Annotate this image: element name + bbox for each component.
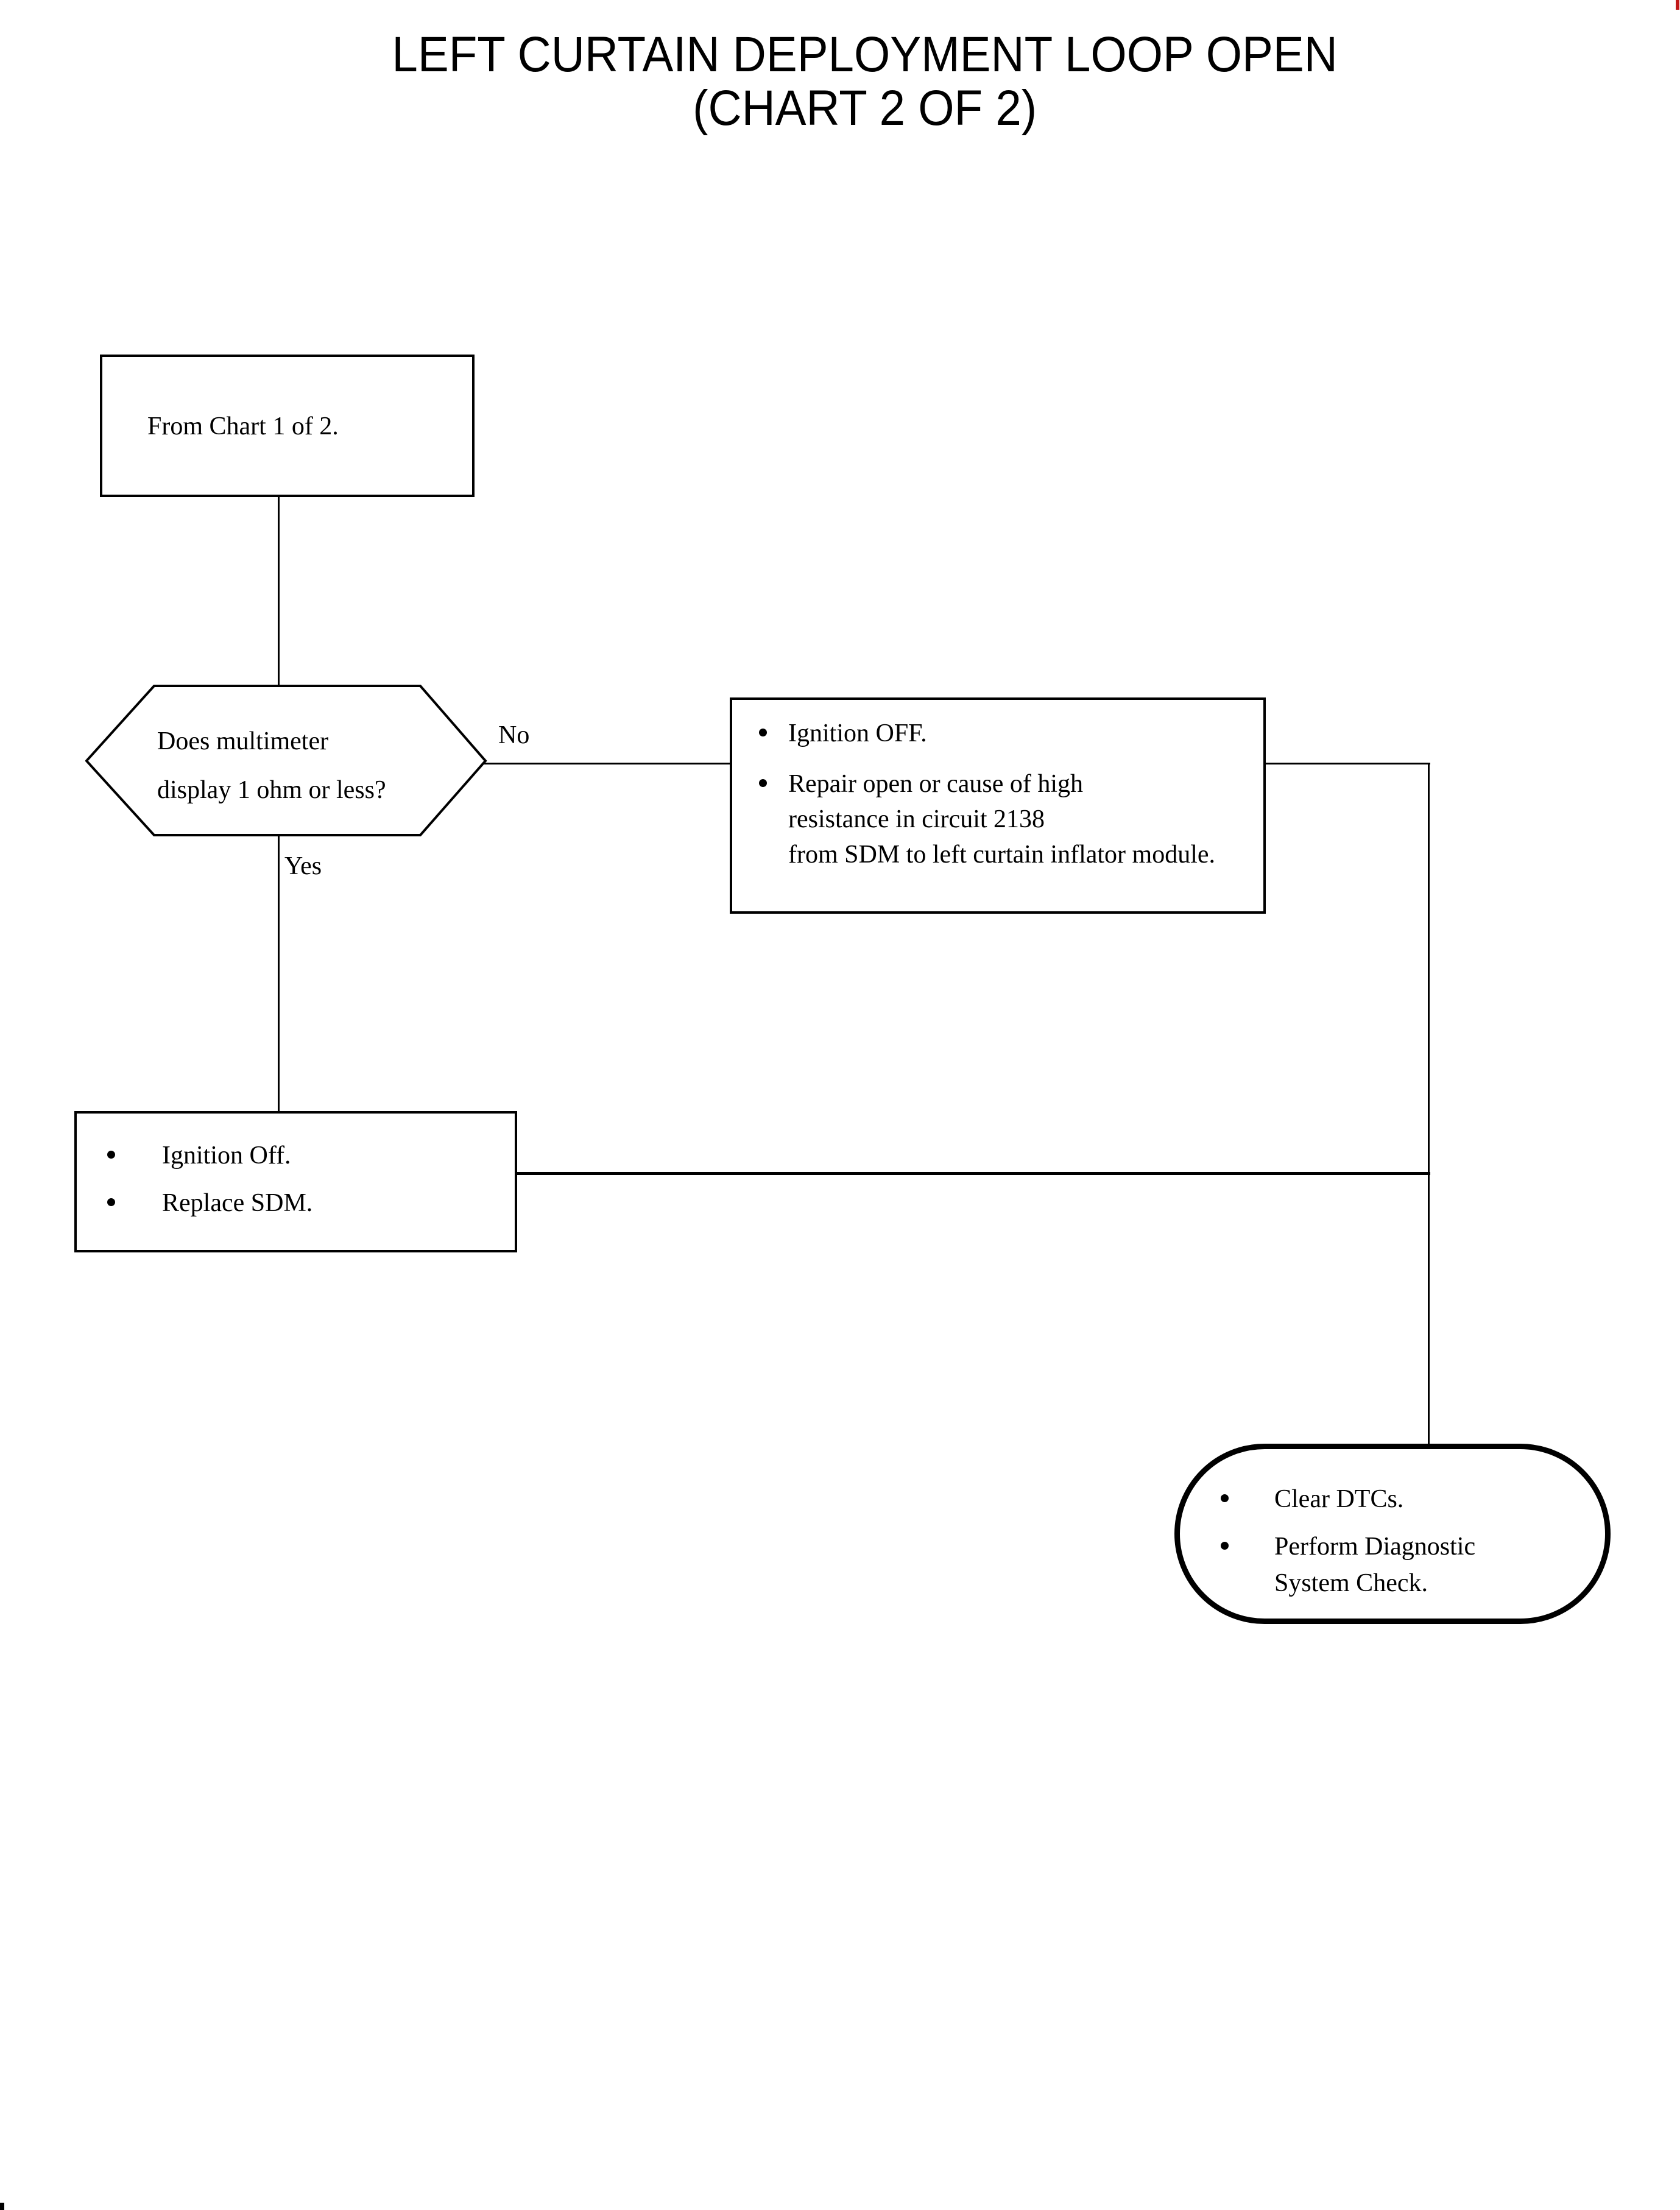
no-label: No bbox=[498, 721, 530, 749]
no-action-bullet2-line2: resistance in circuit 2138 bbox=[788, 805, 1045, 833]
yes-action-bullet2: Replace SDM. bbox=[162, 1189, 313, 1217]
terminator-capsule bbox=[1174, 1444, 1611, 1624]
bullet-icon bbox=[107, 1151, 115, 1159]
yes-label: Yes bbox=[284, 852, 322, 880]
terminator-bullet2-line1: Perform Diagnostic bbox=[1274, 1533, 1476, 1561]
connector-start-to-decision bbox=[278, 495, 280, 688]
connector-yes-branch bbox=[278, 834, 280, 1112]
connector-noaction-to-junction bbox=[1265, 763, 1430, 764]
decision-text-line2: display 1 ohm or less? bbox=[157, 776, 386, 804]
yes-action-box bbox=[74, 1111, 517, 1252]
decision-text-line1: Does multimeter bbox=[157, 727, 329, 755]
scan-artifact-mark bbox=[1676, 0, 1679, 10]
bullet-icon bbox=[107, 1198, 115, 1206]
page-title-line2: (CHART 2 OF 2) bbox=[693, 80, 1037, 136]
start-box bbox=[100, 355, 475, 497]
page-title: LEFT CURTAIN DEPLOYMENT LOOP OPEN (CHART… bbox=[0, 28, 1680, 135]
no-action-bullet1: Ignition OFF. bbox=[788, 719, 927, 747]
start-box-text: From Chart 1 of 2. bbox=[147, 412, 339, 440]
bullet-icon bbox=[759, 779, 767, 787]
yes-action-bullet1: Ignition Off. bbox=[162, 1142, 291, 1170]
no-action-bullet2-line1: Repair open or cause of high bbox=[788, 770, 1084, 798]
decision-hexagon-outline bbox=[85, 685, 487, 836]
bullet-icon bbox=[1221, 1494, 1229, 1502]
connector-junction-to-terminator bbox=[1428, 763, 1430, 1446]
connector-yesaction-to-junction bbox=[516, 1172, 1430, 1175]
terminator-bullet1: Clear DTCs. bbox=[1274, 1485, 1404, 1513]
decision-hexagon bbox=[85, 685, 487, 836]
bullet-icon bbox=[759, 729, 767, 736]
connector-no-branch bbox=[484, 763, 731, 764]
terminator-bullet2-line2: System Check. bbox=[1274, 1569, 1428, 1597]
bullet-icon bbox=[1221, 1542, 1229, 1550]
no-action-bullet2-line3: from SDM to left curtain inflator module… bbox=[788, 841, 1216, 869]
no-action-box bbox=[730, 697, 1266, 914]
page-title-line1: LEFT CURTAIN DEPLOYMENT LOOP OPEN bbox=[392, 27, 1338, 82]
scan-artifact-mark bbox=[0, 2203, 4, 2210]
